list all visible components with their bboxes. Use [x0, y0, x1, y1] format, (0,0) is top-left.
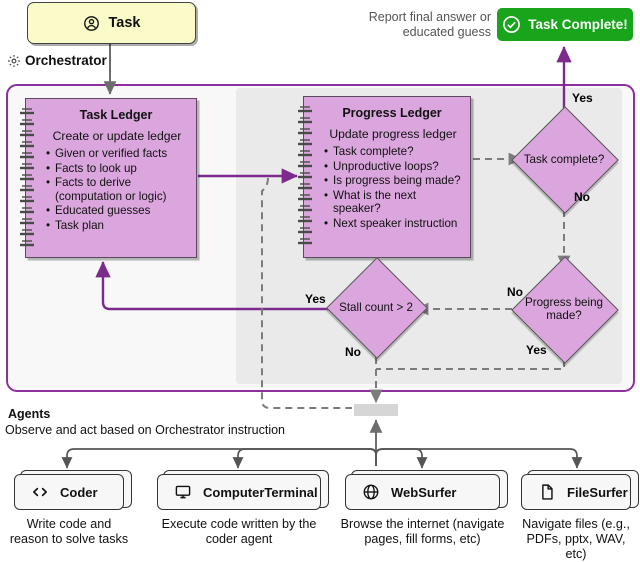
list-item: Given or verified facts [46, 147, 192, 161]
completion-caption: Report final answer or educated guess [368, 10, 491, 39]
agent-name: FileSurfer [567, 484, 628, 500]
list-item: Is progress being made? [324, 174, 466, 188]
agent-caption: Navigate files (e.g., PDFs, pptx, WAV, e… [522, 517, 630, 561]
agent-card-front[interactable]: FileSurfer [521, 474, 631, 510]
agent-card-coder[interactable]: Coder Write code and reason to solve tas… [10, 470, 132, 546]
edge-label-stall-no: No [345, 345, 361, 359]
list-item: Facts to look up [46, 162, 192, 176]
progress-ledger-list: Task complete? Unproductive loops? Is pr… [322, 145, 466, 231]
list-item: Next speaker instruction [324, 217, 466, 231]
agent-caption: Browse the internet (navigate pages, fil… [340, 517, 505, 546]
agent-card-front[interactable]: Coder [14, 474, 124, 510]
user-circle-icon [83, 15, 100, 32]
globe-icon [362, 483, 380, 501]
agent-card-websurfer[interactable]: WebSurfer Browse the internet (navigate … [341, 470, 508, 546]
agent-caption: Write code and reason to solve tasks [9, 517, 129, 546]
progress-ledger-subtitle: Update progress ledger [329, 127, 457, 141]
edge-label-progress-yes: Yes [526, 343, 547, 357]
orchestrator-label: Orchestrator [7, 53, 107, 68]
edge-label-task-complete-yes: Yes [572, 91, 593, 105]
progress-ledger-title: Progress Ledger [342, 106, 442, 120]
agent-name: ComputerTerminal [203, 484, 318, 500]
decision-stall-count-label: Stall count > 2 [339, 300, 413, 314]
list-item: Facts to derive (computation or logic) [46, 176, 192, 203]
agent-card-front[interactable]: WebSurfer [345, 474, 500, 510]
diagram-canvas: Task Orchestrator Ta [0, 0, 640, 548]
agent-name: WebSurfer [391, 484, 457, 500]
monitor-icon [174, 483, 192, 501]
edge-label-progress-no: No [507, 285, 523, 299]
decision-task-complete-label: Task complete? [523, 152, 605, 166]
agent-dispatch-junction [354, 404, 398, 416]
list-item: Educated guesses [46, 204, 192, 218]
spiral-binding-icon [298, 106, 312, 245]
agents-section-title: Agents [8, 407, 51, 421]
agent-name: Coder [60, 484, 98, 500]
edge-label-stall-yes: Yes [305, 292, 326, 306]
agent-card-computerterminal[interactable]: ComputerTerminal Execute code written by… [157, 470, 329, 546]
decision-progress-made-label: Progress being made? [525, 296, 603, 322]
agents-section-subtitle: Observe and act based on Orchestrator in… [5, 423, 286, 437]
task-complete-button[interactable]: Task Complete! [497, 8, 633, 41]
task-complete-button-label: Task Complete! [528, 17, 628, 32]
agent-card-front[interactable]: ComputerTerminal [157, 474, 321, 510]
task-ledger-list: Given or verified facts Facts to look up… [44, 147, 192, 233]
gear-icon [7, 54, 21, 68]
code-icon [31, 483, 49, 501]
list-item: Unproductive loops? [324, 160, 466, 174]
document-icon [538, 483, 556, 501]
orchestrator-label-text: Orchestrator [25, 53, 107, 68]
task-ledger-title: Task Ledger [79, 108, 153, 122]
progress-ledger-node[interactable]: Progress Ledger Update progress ledger T… [298, 96, 471, 258]
list-item: What is the next speaker? [324, 189, 466, 216]
task-start-label: Task [108, 15, 141, 31]
task-ledger-node[interactable]: Task Ledger Create or update ledger Give… [20, 98, 197, 258]
list-item: Task plan [46, 219, 192, 233]
task-start-node[interactable]: Task [27, 2, 196, 44]
list-item: Task complete? [324, 145, 466, 159]
agent-caption: Execute code written by the coder agent [161, 517, 317, 546]
task-ledger-subtitle: Create or update ledger [52, 129, 182, 143]
agent-card-filesurfer[interactable]: FileSurfer Navigate files (e.g., PDFs, p… [521, 470, 639, 561]
spiral-binding-icon [20, 108, 34, 247]
check-circle-icon [502, 15, 521, 34]
edge-label-task-complete-no: No [574, 190, 590, 204]
